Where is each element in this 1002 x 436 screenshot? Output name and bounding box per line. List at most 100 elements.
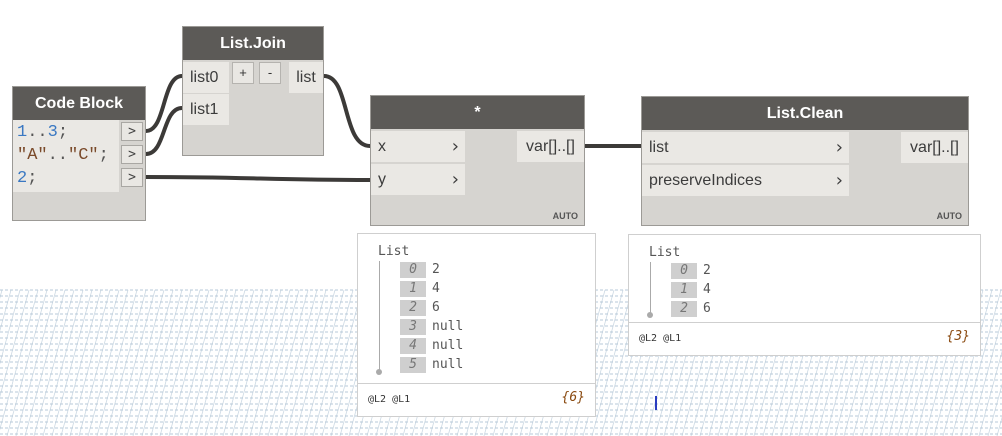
- list-index: 2: [400, 300, 426, 316]
- multiply-input-x-label: x: [378, 138, 386, 155]
- lacing-indicator[interactable]: AUTO: [936, 211, 962, 221]
- grid-line: [150, 289, 192, 436]
- grid-line: [132, 289, 174, 436]
- list-index: 2: [671, 301, 697, 317]
- grid-line: [249, 289, 291, 436]
- list-index: 1: [400, 281, 426, 297]
- grid-line: [0, 289, 39, 431]
- grid-line: [78, 289, 120, 436]
- multiply-input-x[interactable]: x ›: [371, 131, 465, 162]
- grid-line: [114, 289, 156, 436]
- list-clean-input-list[interactable]: list ›: [642, 132, 849, 163]
- list-value: 4: [432, 281, 440, 296]
- list-value: null: [432, 338, 464, 353]
- grid-line: [591, 289, 633, 436]
- list-clean-title[interactable]: List.Clean: [642, 97, 968, 130]
- grid-line: [969, 317, 1002, 436]
- grid-line: [141, 289, 183, 436]
- list-value: 6: [432, 300, 440, 315]
- code-token: 2: [17, 169, 28, 188]
- grid-line: [177, 289, 219, 436]
- add-input-button[interactable]: +: [232, 62, 254, 84]
- code-block-output-3[interactable]: >: [121, 168, 143, 187]
- preview-list-title: List: [649, 245, 681, 260]
- list-join-title[interactable]: List.Join: [183, 27, 323, 60]
- tree-connector: [650, 262, 651, 314]
- item-count: {3}: [946, 329, 970, 344]
- code-line[interactable]: 2;: [17, 169, 37, 188]
- list-value: null: [432, 319, 464, 334]
- grid-line: [24, 289, 66, 436]
- code-block-output-2[interactable]: >: [121, 145, 143, 164]
- grid-line: [987, 383, 1002, 436]
- list-index: 5: [400, 357, 426, 373]
- list-value: 6: [703, 301, 711, 316]
- code-block-node[interactable]: Code Block 1..3;"A".."C";2; > > >: [12, 86, 146, 221]
- multiply-title[interactable]: *: [371, 96, 584, 129]
- grid-line: [60, 289, 102, 436]
- list-item: 4 null: [400, 338, 463, 354]
- list-join-input-list1[interactable]: list1: [183, 94, 229, 125]
- code-token: 3: [47, 123, 58, 142]
- remove-input-button[interactable]: -: [259, 62, 281, 84]
- lacing-indicator[interactable]: AUTO: [552, 211, 578, 221]
- code-block-output-1[interactable]: >: [121, 122, 143, 141]
- list-join-output-list[interactable]: list: [289, 62, 323, 93]
- code-block-editor[interactable]: 1..3;"A".."C";2;: [13, 120, 119, 192]
- code-token: ..: [47, 146, 69, 165]
- code-token: ;: [27, 169, 38, 188]
- multiply-node[interactable]: * x › y › var[]..[] AUTO: [370, 95, 585, 226]
- grid-line: [258, 289, 300, 436]
- multiply-input-y[interactable]: y ›: [371, 164, 465, 195]
- grid-line: [321, 289, 363, 436]
- list-clean-input-list-label: list: [649, 139, 669, 156]
- list-index: 3: [400, 319, 426, 335]
- preview-list-title: List: [378, 244, 410, 259]
- code-line[interactable]: 1..3;: [17, 123, 68, 142]
- code-token: ..: [27, 123, 48, 142]
- list-join-node[interactable]: List.Join list0 list1 + - list: [182, 26, 324, 156]
- grid-line: [96, 289, 138, 436]
- grid-line: [294, 289, 336, 436]
- list-levels[interactable]: @L2 @L1: [368, 394, 411, 405]
- grid-line: [204, 289, 246, 436]
- code-line[interactable]: "A".."C";: [17, 146, 109, 165]
- list-index: 4: [400, 338, 426, 354]
- multiply-output[interactable]: var[]..[]: [517, 131, 584, 162]
- list-item: 3 null: [400, 319, 463, 335]
- list-levels[interactable]: @L2 @L1: [639, 333, 682, 344]
- code-token: 1: [17, 123, 28, 142]
- grid-line: [33, 289, 75, 436]
- preview-footer: @L2 @L1 {3}: [629, 322, 980, 355]
- list-clean-input-preserve-indices[interactable]: preserveIndices ›: [642, 165, 849, 196]
- list-join-input-list0[interactable]: list0: [183, 62, 229, 93]
- grid-line: [0, 289, 12, 332]
- grid-line: [231, 289, 273, 436]
- grid-line: [123, 289, 165, 436]
- grid-line: [105, 289, 147, 436]
- list-clean-node[interactable]: List.Clean list › preserveIndices › var[…: [641, 96, 969, 226]
- code-block-title[interactable]: Code Block: [13, 87, 145, 120]
- grid-line: [0, 289, 21, 365]
- list-value: 4: [703, 282, 711, 297]
- grid-line: [15, 289, 57, 436]
- grid-line: [222, 289, 264, 436]
- list-value: 2: [432, 262, 440, 277]
- list-clean-output[interactable]: var[]..[]: [901, 132, 968, 163]
- grid-line: [996, 416, 1002, 436]
- tree-end-dot: [647, 312, 653, 318]
- chevron-right-icon: ›: [835, 170, 843, 191]
- grid-line: [6, 289, 48, 436]
- tree-connector: [379, 261, 380, 371]
- grid-line: [0, 289, 30, 398]
- grid-line: [960, 289, 1002, 436]
- code-token: "A": [17, 146, 48, 165]
